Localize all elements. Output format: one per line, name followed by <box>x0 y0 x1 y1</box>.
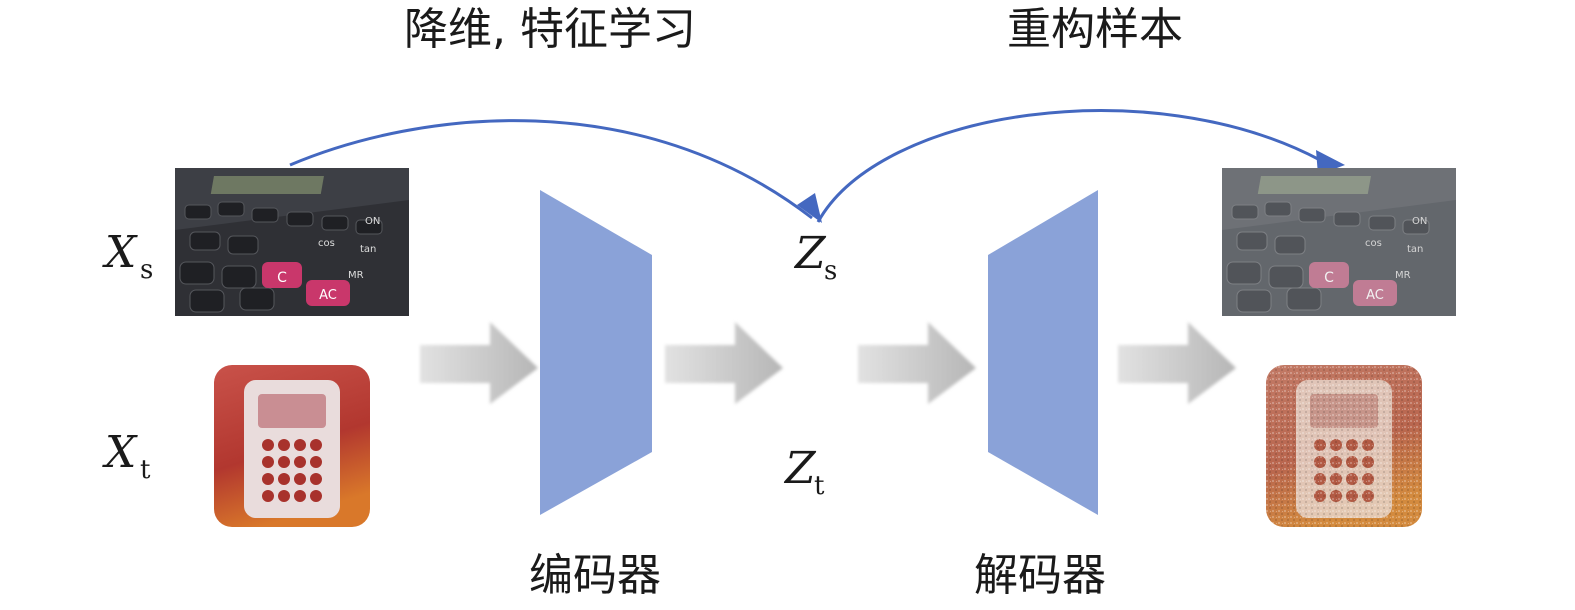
svg-text:MR: MR <box>1395 270 1411 281</box>
label-zs: Z s <box>793 228 837 286</box>
label-dimension-reduction: 降维, 特征学习 <box>404 4 696 55</box>
key-ac-label-reconstructed: AC <box>1366 288 1384 303</box>
svg-text:t: t <box>814 471 825 501</box>
block-arrow-encoder-latent <box>665 322 783 404</box>
label-decoder: 解码器 <box>974 550 1106 601</box>
svg-text:ON: ON <box>365 216 380 227</box>
encoder-block <box>540 190 652 515</box>
svg-text:MR: MR <box>348 270 364 281</box>
label-zt: Z t <box>783 443 825 501</box>
label-xs: X s <box>102 227 153 285</box>
svg-text:X: X <box>102 227 138 278</box>
key-ac-label: AC <box>319 288 337 303</box>
target-input-image <box>214 365 370 527</box>
svg-text:Z: Z <box>783 443 817 494</box>
label-xt: X t <box>102 427 151 485</box>
curve-arrow-decode <box>816 109 1321 223</box>
svg-text:tan: tan <box>1407 244 1423 255</box>
curve-arrow-encode <box>289 119 813 220</box>
svg-text:cos: cos <box>318 238 335 249</box>
block-arrow-latent-decoder <box>858 322 976 404</box>
block-arrow-input-encoder <box>420 322 538 404</box>
decoder-block <box>988 190 1098 515</box>
source-output-image: C AC MR cos tan ON <box>1222 168 1456 316</box>
label-reconstruct-samples: 重构样本 <box>1007 4 1183 55</box>
svg-text:s: s <box>140 255 153 285</box>
key-c-label: C <box>277 270 287 286</box>
svg-text:Z: Z <box>793 228 827 279</box>
target-output-image <box>1266 365 1422 527</box>
svg-text:t: t <box>140 455 151 485</box>
curve-arrowhead-encode <box>797 193 822 223</box>
svg-text:ON: ON <box>1412 216 1427 227</box>
key-c-label-reconstructed: C <box>1324 270 1334 286</box>
source-input-image: C AC MR cos tan ON <box>175 168 409 316</box>
svg-text:s: s <box>824 256 837 286</box>
svg-text:tan: tan <box>360 244 376 255</box>
svg-text:cos: cos <box>1365 238 1382 249</box>
label-encoder: 编码器 <box>529 550 661 601</box>
block-arrow-decoder-output <box>1118 322 1236 404</box>
svg-text:X: X <box>102 427 138 478</box>
